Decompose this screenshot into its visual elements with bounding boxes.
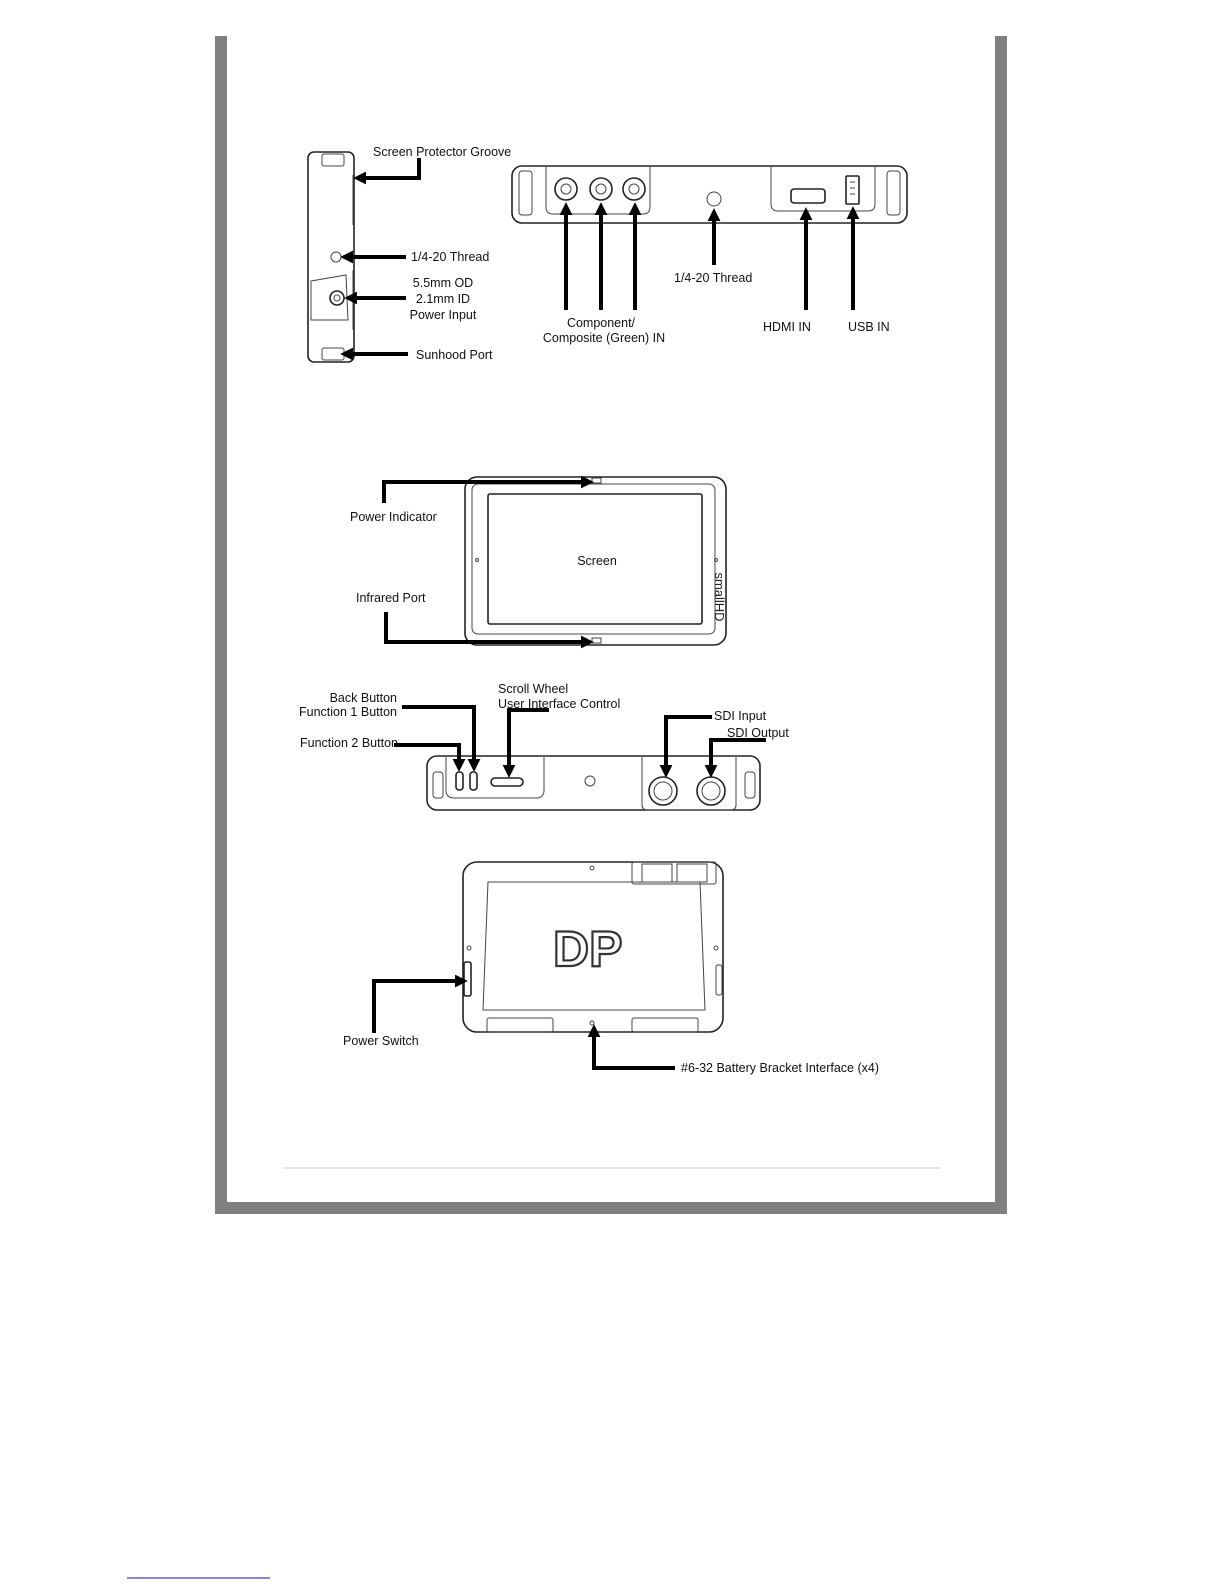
arrow-sdi-output [704,738,766,778]
label-sunhood-port: Sunhood Port [416,348,493,362]
label-power-switch: Power Switch [343,1034,419,1048]
top-view-drawing [511,165,908,224]
brand-mark: smallHD [712,572,727,621]
arrow-infrared-port [384,612,594,649]
label-power-id: 2.1mm ID [416,292,470,306]
label-sdi-input: SDI Input [714,709,767,723]
label-function1-button: Function 1 Button [299,705,397,719]
arrow-sdi-input [659,715,712,778]
page-frame-right [995,36,1007,1214]
arrow-back-button [402,705,481,772]
label-sdi-output: SDI Output [727,726,789,740]
label-power-input: Power Input [410,308,477,322]
arrow-scroll-wheel [502,708,549,778]
label-hdmi-in: HDMI IN [763,320,811,334]
label-thread-side: 1/4-20 Thread [411,250,489,264]
label-scroll-wheel-line2: User Interface Control [498,697,620,711]
label-scroll-wheel-line1: Scroll Wheel [498,682,568,696]
label-screen: Screen [577,554,617,568]
label-usb-in: USB IN [848,320,890,334]
arrow-power-switch [372,974,468,1033]
bottom-edge-drawing [426,755,761,811]
arrow-power-indicator [382,475,594,503]
label-function2-button: Function 2 Button [300,736,398,750]
label-thread-top: 1/4-20 Thread [674,271,752,285]
page-frame-left [215,36,227,1214]
label-component-line2: Composite (Green) IN [543,331,665,345]
label-screen-protector-groove: Screen Protector Groove [373,145,511,159]
label-power-od: 5.5mm OD [413,276,473,290]
label-back-button: Back Button [330,691,397,705]
arrow-screen-protector-groove [353,158,421,185]
page-frame-bottom [215,1202,1007,1214]
dp-logo: DP [553,921,622,977]
label-power-indicator: Power Indicator [350,510,437,524]
arrow-function2-button [394,743,466,772]
label-component-line1: Component/ [567,316,636,330]
arrow-battery-bracket [587,1024,675,1070]
label-infrared-port: Infrared Port [356,591,426,605]
label-battery-bracket: #6-32 Battery Bracket Interface (x4) [681,1061,879,1075]
